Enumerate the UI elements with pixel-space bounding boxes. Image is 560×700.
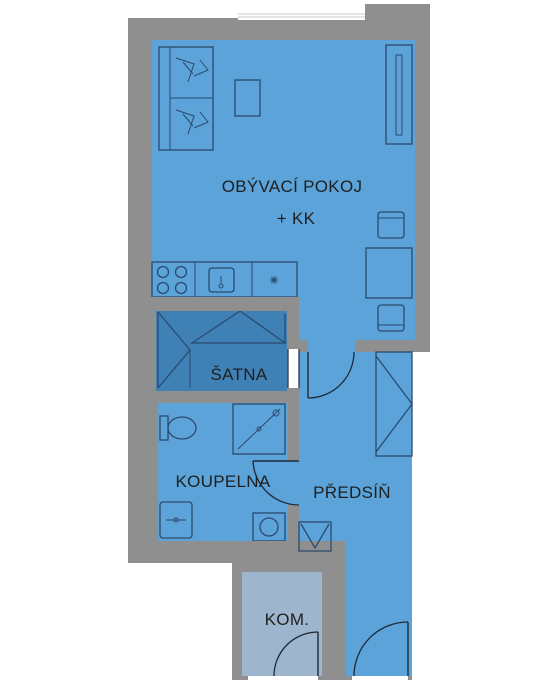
label-storage: KOM. — [265, 610, 310, 629]
door-entrance-icon — [353, 621, 409, 677]
label-wardrobe: ŠATNA — [211, 365, 268, 384]
window-bottom-hallway — [352, 676, 408, 684]
door-living-hallway-icon — [307, 340, 355, 399]
dining-table-icon — [365, 211, 413, 332]
label-living-line2: + KK — [277, 209, 316, 228]
cooktop-icon — [156, 265, 188, 295]
hallway-closet-icon — [375, 351, 413, 457]
doors — [252, 340, 413, 677]
fridge-icon — [270, 276, 278, 284]
tv-unit-icon — [385, 44, 413, 145]
toilet-icon — [159, 415, 197, 441]
sofa-icon — [158, 46, 214, 151]
shoe-cabinet-icon — [298, 521, 332, 552]
bathroom-fixtures — [159, 403, 286, 542]
room-living — [152, 40, 415, 340]
window-top — [238, 10, 365, 20]
window-bottom-storage — [248, 676, 318, 684]
coffee-table-icon — [234, 79, 261, 117]
kitchen-sink-icon — [208, 267, 235, 293]
label-hallway: PŘEDSÍŇ — [313, 483, 391, 502]
door-wardrobe-icon — [287, 349, 300, 388]
room-labels: OBÝVACÍ POKOJ + KK ŠATNA KOUPELNA PŘEDSÍ… — [176, 177, 391, 629]
label-bathroom: KOUPELNA — [176, 472, 271, 491]
door-bathroom-icon — [252, 460, 300, 506]
living-furniture — [151, 44, 413, 332]
shower-icon — [232, 403, 286, 455]
wardrobe-closet-icon — [157, 310, 288, 389]
label-living-line1: OBÝVACÍ POKOJ — [222, 177, 363, 196]
rooms — [152, 40, 415, 676]
washbasin-icon — [159, 501, 193, 539]
room-hallway — [299, 352, 412, 676]
door-storage-icon — [273, 631, 319, 677]
room-wardrobe — [156, 311, 287, 391]
room-storage — [242, 572, 322, 676]
internal-walls — [128, 297, 430, 680]
